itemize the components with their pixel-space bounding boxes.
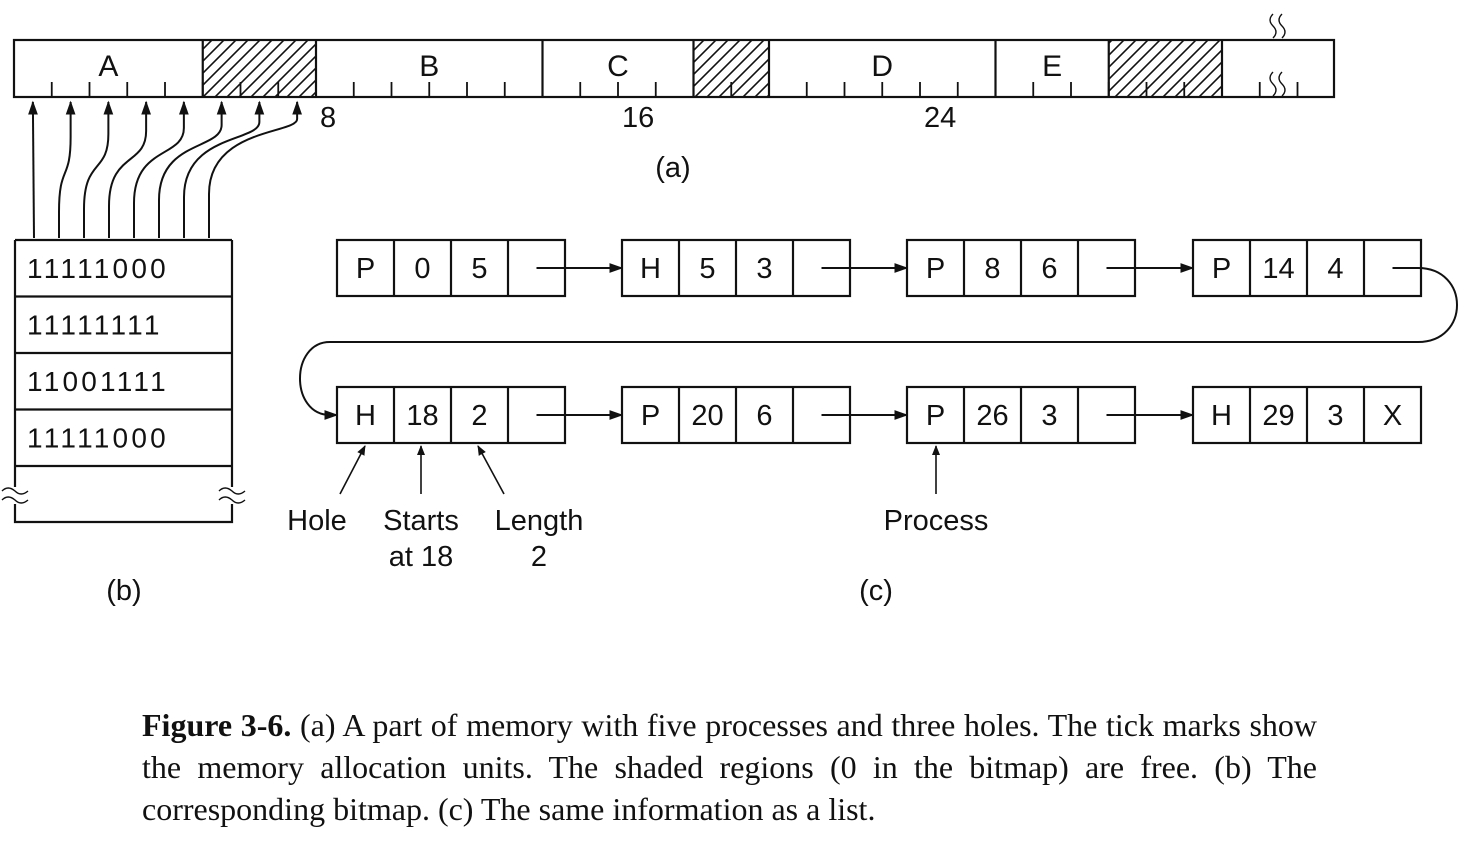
node-field-start: 8 [984, 253, 1000, 285]
bitmap-row: 11111111 [27, 310, 163, 341]
bit-arrow [133, 100, 189, 238]
break-mark [1269, 13, 1286, 97]
unit-axis-label: 16 [622, 102, 654, 134]
list-annotations: Hole Starts at 18 Length 2 Process [287, 445, 989, 573]
list-node-process: P 20 6 [620, 385, 909, 445]
caption-text: (a) A part of memory with five processes… [142, 707, 1317, 827]
node-field-type: H [355, 400, 376, 432]
node-field-start: 20 [691, 400, 723, 432]
node-field-length: 2 [471, 400, 487, 432]
segment-label: A [98, 50, 118, 83]
node-field-start: 29 [1262, 400, 1294, 432]
list-node-process: P 8 6 [905, 238, 1195, 298]
bit-arrow [28, 100, 38, 239]
list-sublabel: (c) [859, 575, 893, 607]
node-field-length: 6 [1041, 253, 1057, 285]
node-field-length: 3 [1041, 400, 1057, 432]
list-node-process: P 14 4 [299, 238, 1458, 420]
node-field-length: 3 [1327, 400, 1343, 432]
node-field-type: P [641, 400, 660, 432]
bit-arrow [108, 100, 152, 238]
starts-annotation-line1: Starts [383, 505, 459, 537]
node-field-start: 5 [699, 253, 715, 285]
bit-arrow [158, 100, 227, 238]
length-annotation-line2: 2 [531, 541, 547, 573]
node-field-type: P [356, 253, 375, 285]
bit-arrow [208, 100, 303, 238]
node-field-type: H [1211, 400, 1232, 432]
length-annotation-line1: Length [495, 505, 584, 537]
segment-label: C [607, 50, 629, 83]
list-node-hole: H 29 3 X [1191, 385, 1423, 445]
caption-lead: Figure 3-6. [142, 707, 292, 743]
wrap-pointer-arrow [299, 267, 1458, 420]
list-node-hole: H 5 3 [620, 238, 909, 298]
unit-axis-label: 24 [924, 102, 956, 134]
node-field-length: 3 [756, 253, 772, 285]
process-annotation: Process [884, 505, 989, 537]
bitmap-table: 11111000 11111111 11001111 11111000 [1, 238, 246, 524]
segment-label: D [871, 50, 893, 83]
unit-axis-label: 8 [320, 102, 336, 134]
list-node-hole: H 18 2 [335, 385, 624, 445]
segment-label: E [1042, 50, 1062, 83]
node-field-type: H [640, 253, 661, 285]
bitmap-sublabel: (b) [106, 575, 141, 607]
segment-label: B [419, 50, 439, 83]
node-field-start: 26 [976, 400, 1008, 432]
node-field-next: X [1383, 400, 1402, 432]
bit-arrow [183, 100, 265, 238]
bitmap-break-mark [1, 487, 246, 504]
node-field-type: P [1212, 253, 1231, 285]
list-node-process: P 0 5 [335, 238, 624, 298]
list-node-process: P 26 3 [905, 385, 1195, 445]
node-field-length: 5 [471, 253, 487, 285]
node-field-type: P [926, 253, 945, 285]
node-field-length: 4 [1327, 253, 1343, 285]
hole-annotation: Hole [287, 505, 347, 537]
bitmap-row: 11111000 [27, 253, 169, 284]
bitmap-row: 11111000 [27, 423, 169, 454]
starts-annotation-line2: at 18 [389, 541, 454, 573]
memory-hole-segment [202, 40, 318, 97]
node-field-type: P [926, 400, 945, 432]
node-field-length: 6 [756, 400, 772, 432]
bitmap-row: 11001111 [27, 366, 169, 397]
memory-sublabel: (a) [655, 152, 690, 184]
bitmap-to-memory-arrows [28, 100, 303, 239]
node-field-start: 0 [414, 253, 430, 285]
node-field-start: 18 [406, 400, 438, 432]
node-field-start: 14 [1262, 253, 1294, 285]
figure-caption: Figure 3-6. (a) A part of memory with fi… [142, 704, 1317, 830]
bit-arrow [83, 100, 114, 238]
memory-strip: A B C D E 8 16 24 [12, 13, 1336, 134]
memory-hole-segment [1108, 40, 1224, 97]
bit-arrow [58, 100, 76, 238]
